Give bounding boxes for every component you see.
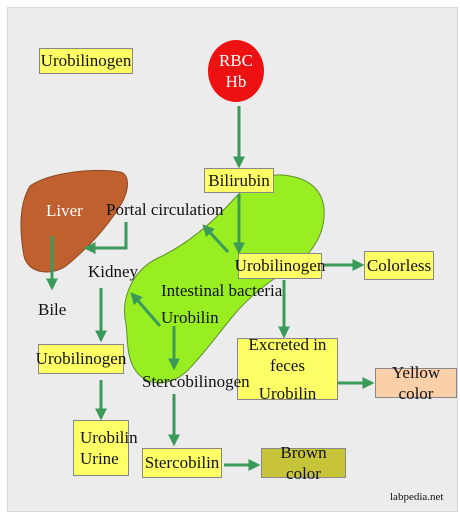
rbc-circle: RBC Hb bbox=[208, 40, 264, 102]
liver-shape bbox=[21, 171, 128, 272]
urobilin-urine-box: Urobilin Urine bbox=[73, 420, 129, 476]
brown-color-box: Brown color bbox=[261, 448, 346, 478]
diagram-canvas: RBC Hb Urobilinogen Bilirubin Urobilinog… bbox=[7, 7, 458, 512]
kidney-label: Kidney bbox=[88, 262, 138, 282]
excreted-box: Excreted in feces Urobilin bbox=[237, 338, 338, 400]
bile-label: Bile bbox=[38, 300, 66, 320]
title-box: Urobilinogen bbox=[39, 48, 133, 74]
stercobilinogen-label: Stercobilinogen bbox=[142, 372, 250, 392]
urobilinogen-main-box: Urobilinogen bbox=[238, 253, 322, 279]
stercobilin-box: Stercobilin bbox=[142, 448, 222, 478]
hb-label: Hb bbox=[226, 71, 247, 92]
excreted-label: Excreted in feces bbox=[238, 334, 337, 377]
excreted-urobilin-label: Urobilin bbox=[259, 383, 317, 404]
yellow-color-box: Yellow color bbox=[375, 368, 457, 398]
rbc-label: RBC bbox=[219, 50, 253, 71]
urobilin-label: Urobilin bbox=[161, 308, 219, 328]
liver-label: Liver bbox=[46, 201, 83, 221]
portal-circulation-label: Portal circulation bbox=[106, 200, 224, 220]
intestinal-bacteria-label: Intestinal bacteria bbox=[161, 281, 282, 301]
credit-label: labpedia.net bbox=[390, 491, 443, 503]
urobilinogen-left-box: Urobilinogen bbox=[38, 344, 124, 374]
colorless-box: Colorless bbox=[364, 251, 434, 280]
urine-urobilin-label: Urobilin bbox=[80, 427, 138, 448]
urine-label: Urine bbox=[80, 448, 119, 469]
bilirubin-box: Bilirubin bbox=[204, 168, 274, 193]
